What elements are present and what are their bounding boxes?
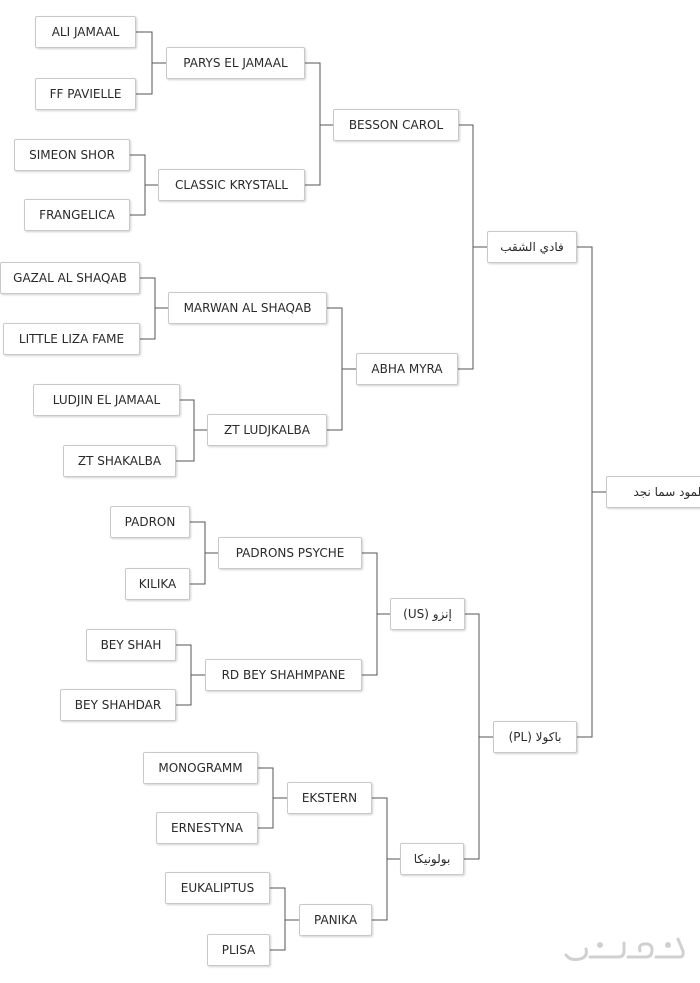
- great-grandparent-box: PADRONS PSYCHE: [218, 537, 362, 569]
- great-grandparent-box: MARWAN AL SHAQAB: [168, 292, 327, 324]
- ancestor-box: FRANGELICA: [24, 199, 130, 231]
- dam-sire-box: إنزو (US): [390, 598, 465, 630]
- ancestor-box: PADRON: [110, 506, 190, 538]
- great-grandparent-box: PARYS EL JAMAAL: [166, 47, 305, 79]
- sire-dam-box: ABHA MYRA: [356, 353, 458, 385]
- pedigree-subject: جلمود سما نجد: [606, 476, 700, 508]
- dam-dam-box: بولونيكا: [400, 843, 464, 875]
- great-grandparent-box: ZT LUDJKALBA: [207, 414, 327, 446]
- ancestor-box: EUKALIPTUS: [165, 872, 270, 904]
- ancestor-box: SIMEON SHOR: [14, 139, 130, 171]
- ancestor-box: ERNESTYNA: [156, 812, 258, 844]
- great-grandparent-box: CLASSIC KRYSTALL: [158, 169, 305, 201]
- great-grandparent-box: EKSTERN: [287, 782, 372, 814]
- sire-box: فادي الشقب: [487, 231, 577, 263]
- dam-box: باكولا (PL): [493, 721, 577, 753]
- haraj-logo-icon: [564, 937, 685, 961]
- ancestor-box: BEY SHAH: [86, 629, 176, 661]
- ancestor-box: PLISA: [207, 934, 270, 966]
- ancestor-box: BEY SHAHDAR: [60, 689, 176, 721]
- great-grandparent-box: RD BEY SHAHMPANE: [205, 659, 362, 691]
- great-grandparent-box: PANIKA: [299, 904, 372, 936]
- ancestor-box: GAZAL AL SHAQAB: [0, 262, 140, 294]
- ancestor-box: ZT SHAKALBA: [63, 445, 176, 477]
- ancestor-box: LITTLE LIZA FAME: [3, 323, 140, 355]
- ancestor-box: LUDJIN EL JAMAAL: [33, 384, 180, 416]
- ancestor-box: MONOGRAMM: [143, 752, 258, 784]
- ancestor-box: FF PAVIELLE: [35, 78, 136, 110]
- sire-sire-box: BESSON CAROL: [333, 109, 459, 141]
- ancestor-box: KILIKA: [125, 568, 190, 600]
- ancestor-box: ALI JAMAAL: [35, 16, 136, 48]
